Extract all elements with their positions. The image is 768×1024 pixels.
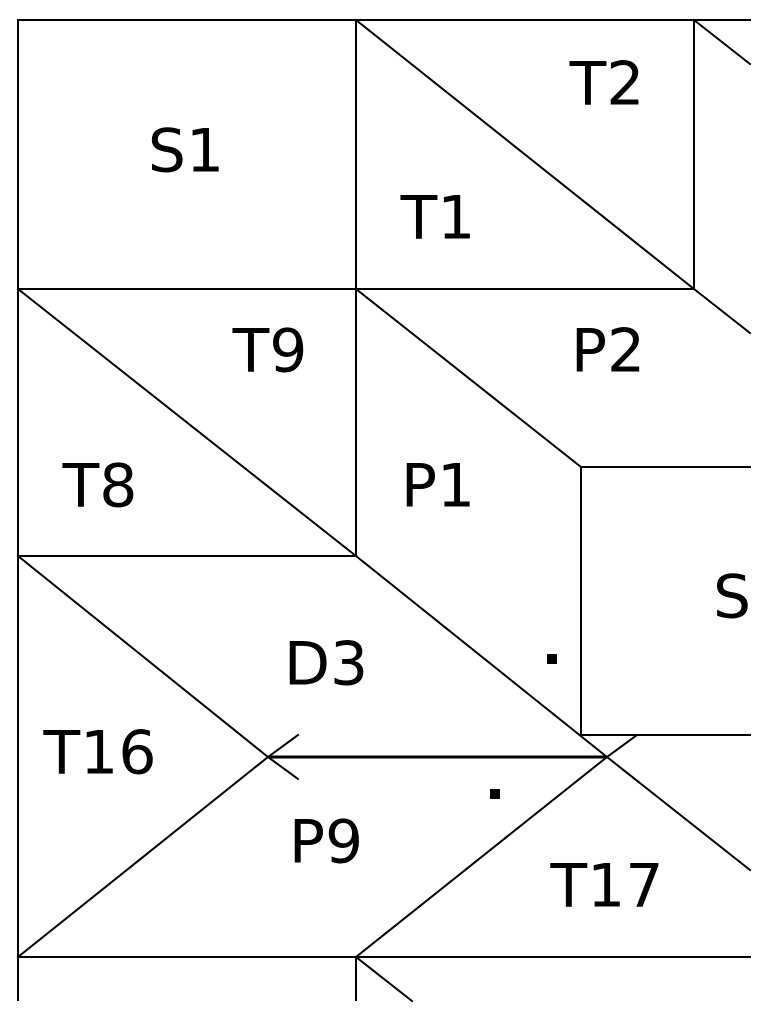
edge-diag-T1-T2 (354, 18, 696, 291)
edge-diag-T16-D3 (16, 554, 270, 759)
edge-diag-short (605, 733, 639, 759)
grid-edges (16, 18, 752, 1003)
angle-dot-lower (490, 789, 500, 799)
label-S-partial: S (713, 563, 751, 633)
label-P1: P1 (401, 452, 475, 522)
edge-diag-T17-right (605, 755, 752, 872)
edge-diag-P9-T17 (354, 755, 609, 959)
label-T8: T8 (62, 452, 138, 522)
piece-labels: S1 T2 T1 T9 P2 T8 P1 S D3 T16 P9 T17 (43, 50, 752, 922)
edge-diag-T16-P9 (16, 755, 270, 959)
arrow-head-lower (266, 755, 300, 781)
label-T1: T1 (400, 184, 476, 254)
edge-diag-bottom-tail (354, 955, 414, 1003)
label-P9: P9 (289, 808, 363, 878)
angle-dots (490, 654, 557, 799)
arrow (266, 733, 607, 781)
label-P2: P2 (571, 317, 645, 387)
edge-diag-D3-P1 (354, 554, 609, 759)
angle-dot-upper (547, 654, 557, 664)
label-D3: D3 (284, 630, 368, 700)
edge-diag-P1-P2 (354, 287, 583, 469)
edge-diag-topright (692, 18, 752, 66)
edge-diag-P2-right (692, 287, 752, 335)
label-T9: T9 (232, 317, 308, 387)
label-T2: T2 (569, 50, 645, 120)
label-T16: T16 (43, 719, 157, 789)
label-T17: T17 (550, 852, 664, 922)
label-S1: S1 (148, 117, 224, 187)
edge-diag-T8-T9 (16, 287, 358, 558)
arrow-head-upper (266, 733, 300, 759)
